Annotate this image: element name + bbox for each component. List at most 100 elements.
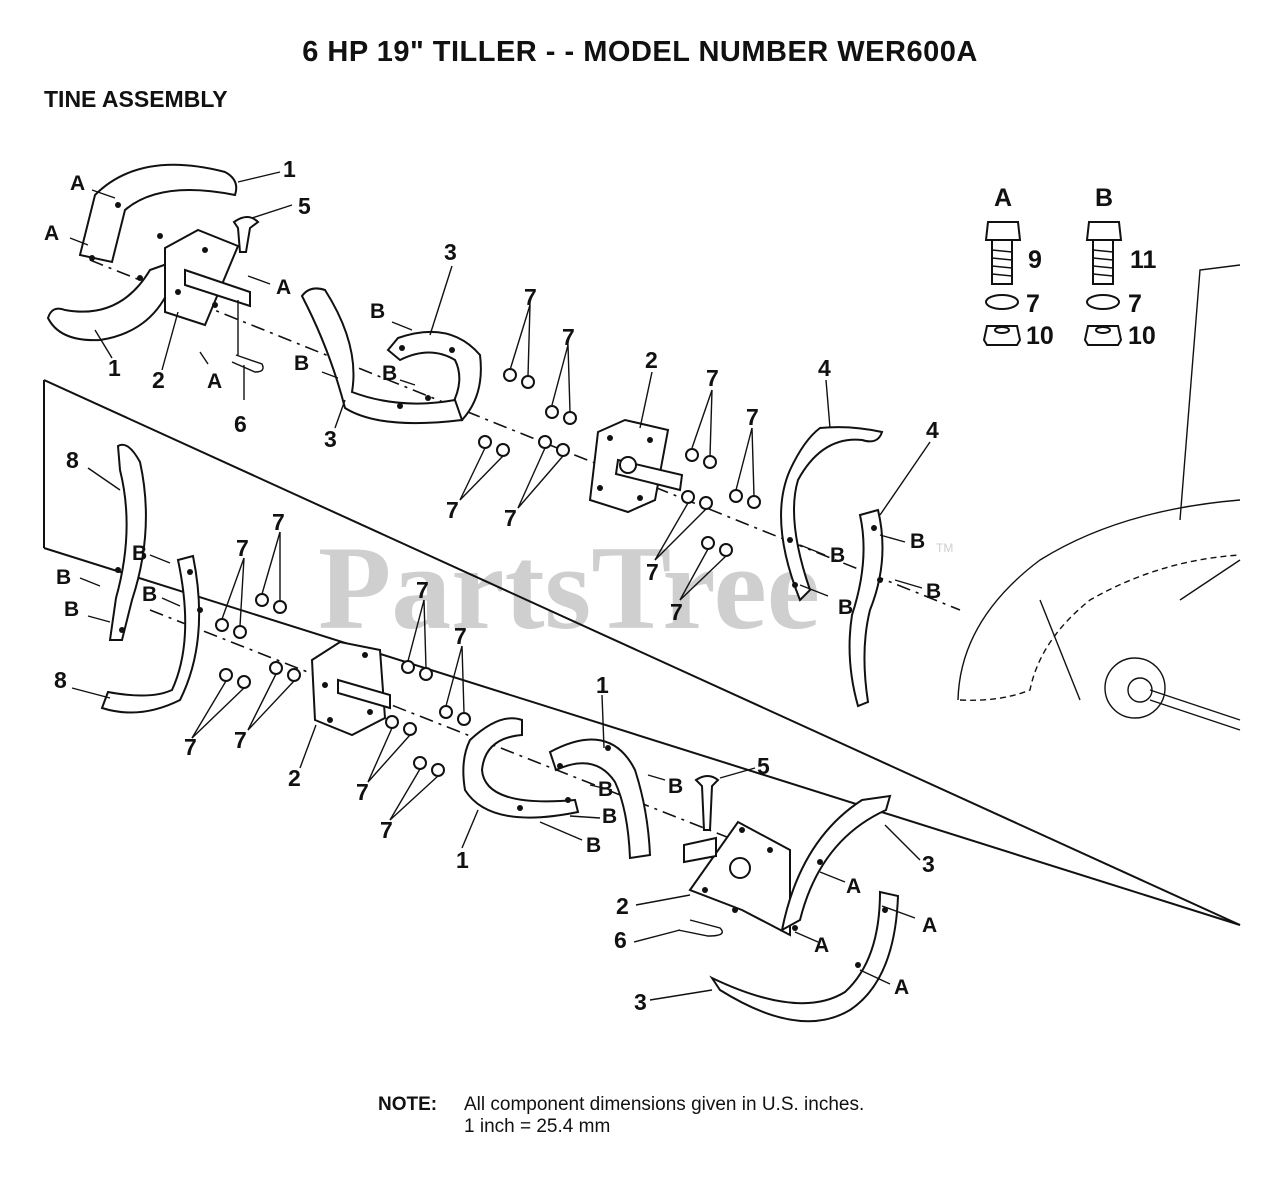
note-line-2: 1 inch = 25.4 mm <box>464 1116 611 1137</box>
hardware-legend: A B 9 11 7 7 10 10 <box>982 184 1157 350</box>
dimension-note: NOTE: All component dimensions given in U… <box>378 1094 864 1138</box>
fastener-b-label: B <box>602 805 617 828</box>
callout-7: 7 <box>670 599 683 625</box>
lower-right-clevis-pin <box>694 775 720 831</box>
page-title: 6 HP 19" TILLER - - MODEL NUMBER WER600A <box>302 36 978 68</box>
upper-axis-line <box>89 259 961 611</box>
upper-tine-3-rear <box>300 287 464 425</box>
fastener-b-label: B <box>142 583 157 606</box>
callout-7: 7 <box>416 577 429 603</box>
callout-3: 3 <box>444 239 457 265</box>
fastener-a-label: A <box>44 222 59 245</box>
lower-tine-8-rear <box>100 554 203 714</box>
legend-b-nut-number: 10 <box>1128 322 1156 350</box>
fastener-a-label: A <box>922 914 937 937</box>
fastener-b-label: B <box>56 566 71 589</box>
callout-7: 7 <box>504 505 517 531</box>
callout-2: 2 <box>152 367 165 393</box>
fastener-a-label: A <box>207 370 222 393</box>
callout-2: 2 <box>616 893 629 919</box>
fastener-b-label: B <box>586 834 601 857</box>
callout-7: 7 <box>524 284 537 310</box>
hex-nut-icon <box>1083 325 1123 346</box>
fastener-a-label: A <box>276 276 291 299</box>
legend-a-bolt-number: 9 <box>1028 246 1042 274</box>
watermark: PartsTree <box>318 521 820 654</box>
callout-2: 2 <box>288 765 301 791</box>
fastener-b-label: B <box>838 596 853 619</box>
fastener-a-label: A <box>70 172 85 195</box>
lower-tine-3-lower <box>709 890 900 1023</box>
callout-7: 7 <box>454 623 467 649</box>
note-label: NOTE: <box>378 1094 438 1115</box>
hex-bolt-icon <box>984 221 1022 285</box>
lower-tine-3-upper <box>780 794 892 932</box>
lower-tine-1-front <box>548 738 652 860</box>
legend-b-letter: B <box>1095 184 1113 212</box>
callout-7: 7 <box>234 727 247 753</box>
lockwashers <box>215 368 761 777</box>
lower-right-hub <box>683 820 791 937</box>
legend-b-bolt-number: 11 <box>1130 246 1157 274</box>
panel-outline <box>43 379 1241 926</box>
lower-tine-1-rear <box>462 717 580 819</box>
lower-tine-8-front <box>108 443 147 641</box>
callout-7: 7 <box>236 535 249 561</box>
tiller-tine-shield <box>957 264 1241 731</box>
callout-3: 3 <box>922 851 935 877</box>
callout-1: 1 <box>108 355 121 381</box>
callout-1: 1 <box>283 156 296 182</box>
lower-axis-line <box>149 609 761 851</box>
callout-1: 1 <box>456 847 469 873</box>
callout-5: 5 <box>757 753 770 779</box>
callout-5: 5 <box>298 193 311 219</box>
upper-left-clevis-pin <box>232 216 260 253</box>
lockwasher-icon <box>985 294 1019 310</box>
fastener-arrows <box>69 189 923 985</box>
fastener-b-label: B <box>926 580 941 603</box>
callout-4: 4 <box>926 417 939 443</box>
legend-a-nut-number: 10 <box>1026 322 1054 350</box>
fastener-b-label: B <box>668 775 683 798</box>
fastener-b-label: B <box>370 300 385 323</box>
callout-7: 7 <box>446 497 459 523</box>
callout-7: 7 <box>562 324 575 350</box>
callout-8: 8 <box>54 667 67 693</box>
upper-center-hub <box>588 418 684 514</box>
fastener-b-label: B <box>910 530 925 553</box>
callout-6: 6 <box>234 411 247 437</box>
fastener-b-label: B <box>294 352 309 375</box>
callout-7: 7 <box>746 404 759 430</box>
fastener-b-label: B <box>598 778 613 801</box>
callout-3: 3 <box>324 426 337 452</box>
callout-6: 6 <box>614 927 627 953</box>
callout-8: 8 <box>66 447 79 473</box>
callout-7: 7 <box>706 365 719 391</box>
callout-7: 7 <box>356 779 369 805</box>
callout-3: 3 <box>634 989 647 1015</box>
callout-7: 7 <box>646 559 659 585</box>
callout-2: 2 <box>645 347 658 373</box>
upper-left-hub <box>164 228 251 327</box>
callout-7: 7 <box>184 734 197 760</box>
lockwasher-icon <box>1086 294 1120 310</box>
fastener-a-label: A <box>814 934 829 957</box>
legend-a-lockwasher-number: 7 <box>1026 290 1040 318</box>
fastener-a-label: A <box>846 875 861 898</box>
fastener-b-label: B <box>132 542 147 565</box>
lower-center-hub <box>310 640 391 737</box>
lower-right-hairpin <box>677 919 723 937</box>
leader-lines <box>71 171 931 1001</box>
callout-7: 7 <box>380 817 393 843</box>
upper-left-hairpin <box>231 300 264 373</box>
watermark-trademark: TM <box>936 541 953 555</box>
callout-7: 7 <box>272 509 285 535</box>
note-line-1: All component dimensions given in U.S. i… <box>464 1094 865 1115</box>
fastener-b-label: B <box>382 362 397 385</box>
callout-4: 4 <box>818 355 831 381</box>
upper-tine-4-left <box>780 426 884 602</box>
callout-1: 1 <box>596 672 609 698</box>
hex-bolt-icon <box>1085 221 1123 285</box>
hex-nut-icon <box>982 325 1022 346</box>
